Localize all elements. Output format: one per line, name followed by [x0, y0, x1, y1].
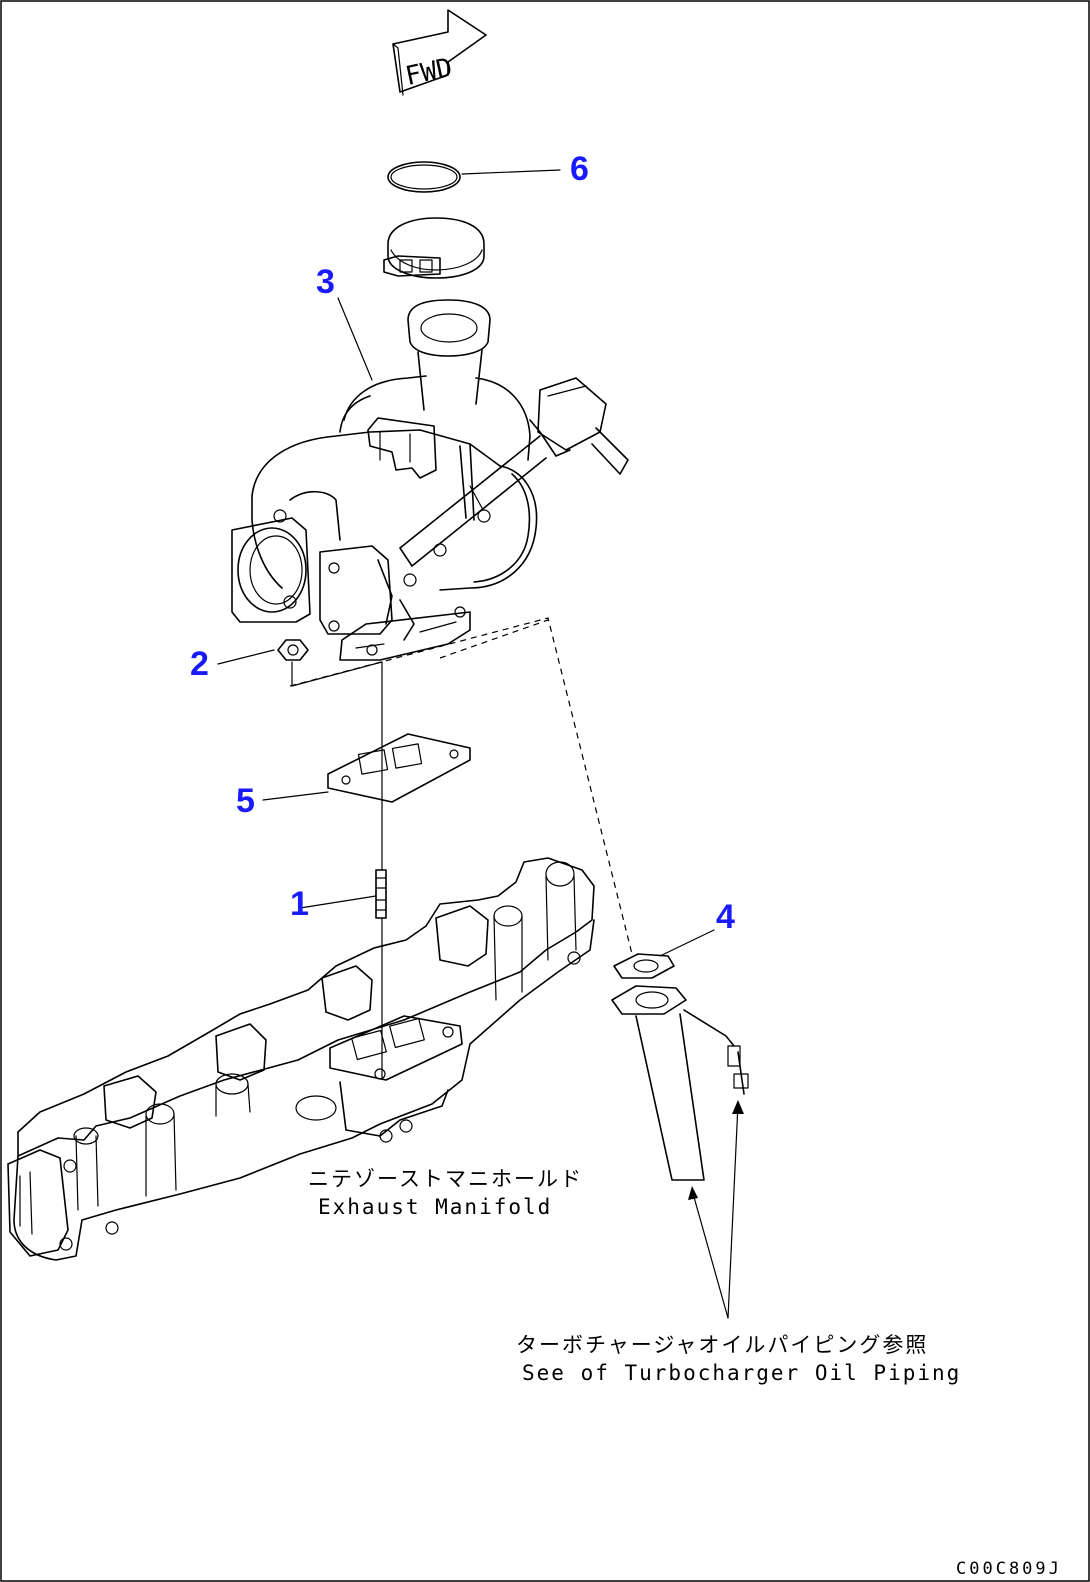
drawing-code: C00C809J	[956, 1559, 1062, 1579]
oil-drain-gasket	[613, 953, 675, 979]
callout-5: 5	[236, 782, 255, 820]
oil-piping-label-jp: ターボチャージャオイルパイピング参照	[516, 1333, 928, 1357]
dashed-leader-2	[439, 619, 549, 659]
callout-2: 2	[190, 645, 209, 683]
clamp-part	[383, 217, 485, 279]
stud-bolt-part	[375, 869, 387, 919]
o-ring-part	[387, 161, 461, 193]
reference-arrows	[688, 1100, 744, 1319]
exhaust-manifold-label-jp: ニテゾーストマニホールド	[308, 1167, 583, 1191]
oil-drain-pipe	[611, 985, 749, 1181]
oil-piping-label-en: See of Turbocharger Oil Piping	[522, 1361, 961, 1385]
dashed-leader	[289, 617, 633, 955]
turbocharger-part	[231, 299, 629, 661]
gasket-part	[327, 733, 471, 803]
exhaust-manifold-label-en: Exhaust Manifold	[318, 1195, 552, 1219]
callout-4: 4	[716, 898, 735, 936]
exhaust-manifold	[7, 857, 595, 1261]
callout-6: 6	[570, 150, 589, 188]
callout-3: 3	[316, 263, 335, 301]
callout-leaders	[217, 169, 715, 957]
callout-1: 1	[290, 885, 309, 923]
fwd-label: FWD	[403, 53, 455, 92]
fwd-arrow: FWD	[392, 9, 487, 96]
